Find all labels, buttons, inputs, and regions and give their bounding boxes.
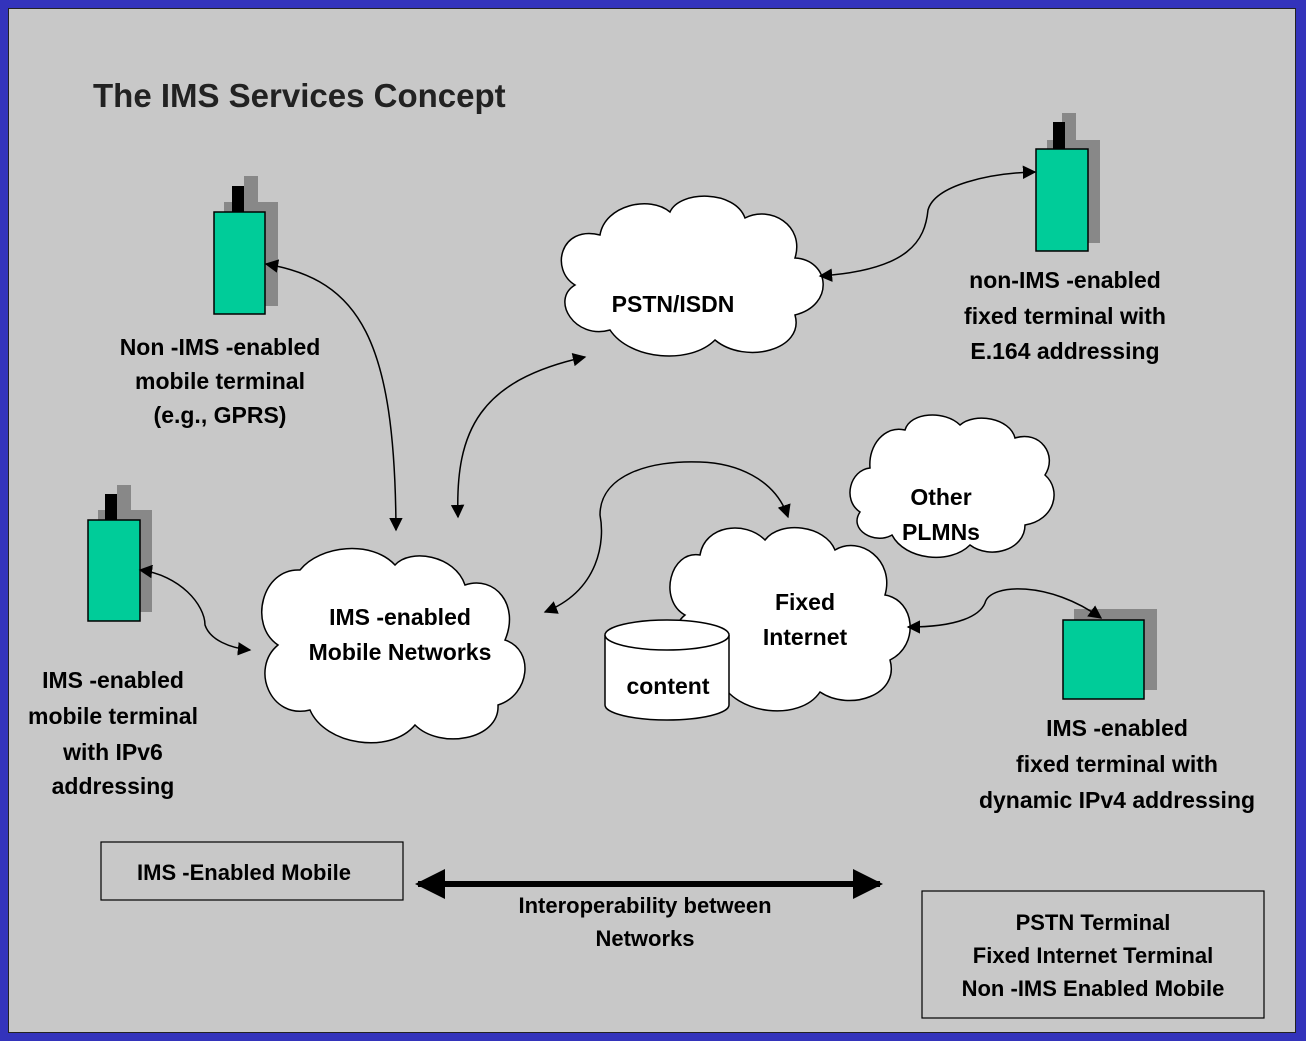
legend-right-box-line2: Fixed Internet Terminal	[973, 943, 1213, 968]
cloud-pstn: PSTN/ISDN	[560, 195, 824, 357]
connector-ims-mobile-to-ims-networks	[138, 564, 252, 656]
ims-mobile-terminal-icon	[87, 485, 152, 622]
ims-networks-label-line1: IMS -enabled	[329, 604, 471, 630]
content-label: content	[626, 673, 709, 699]
legend-right-box-line3: Non -IMS Enabled Mobile	[962, 976, 1225, 1001]
interoperability-caption-line2: Networks	[595, 926, 694, 951]
connector-pstn-to-non-ims-fixed	[818, 165, 1037, 282]
connector-ims-networks-to-pstn	[450, 353, 587, 519]
page-title: The IMS Services Concept	[93, 77, 506, 114]
ims-mobile-label-line4: addressing	[52, 773, 175, 799]
non-ims-mobile-label-line1: Non -IMS -enabled	[120, 334, 321, 360]
ims-fixed-terminal-icon	[1062, 609, 1157, 700]
cloud-other-plmns: Other PLMNs	[849, 414, 1055, 558]
ims-fixed-label-line2: fixed terminal with	[1016, 751, 1218, 777]
interoperability-caption-line1: Interoperability between	[518, 893, 771, 918]
fixed-internet-label-line2: Internet	[763, 624, 848, 650]
non-ims-mobile-label-line3: (e.g., GPRS)	[154, 402, 287, 428]
legend-right-box-line1: PSTN Terminal	[1016, 910, 1171, 935]
non-ims-mobile-terminal-icon	[213, 176, 278, 315]
non-ims-fixed-terminal-icon	[1035, 113, 1100, 252]
connector-ims-networks-to-fixed-internet	[543, 461, 791, 614]
non-ims-fixed-label-line3: E.164 addressing	[970, 338, 1159, 364]
non-ims-fixed-label-line2: fixed terminal with	[964, 303, 1166, 329]
legend-left-box-text: IMS -Enabled Mobile	[137, 860, 351, 885]
other-plmns-label-line1: Other	[910, 484, 971, 510]
ims-networks-label-line2: Mobile Networks	[309, 639, 492, 665]
non-ims-mobile-label: Non -IMS -enabled mobile terminal (e.g.,…	[120, 334, 321, 428]
fixed-internet-label-line1: Fixed	[775, 589, 835, 615]
ims-mobile-label: IMS -enabled mobile terminal with IPv6 a…	[28, 667, 198, 799]
other-plmns-label-line2: PLMNs	[902, 519, 980, 545]
content-database: content	[604, 619, 730, 721]
ims-mobile-label-line2: mobile terminal	[28, 703, 198, 729]
non-ims-fixed-label-line1: non-IMS -enabled	[969, 267, 1161, 293]
pstn-label: PSTN/ISDN	[612, 291, 735, 317]
cloud-ims-mobile-networks: IMS -enabled Mobile Networks	[261, 547, 526, 744]
ims-fixed-label-line3: dynamic IPv4 addressing	[979, 787, 1255, 813]
connector-non-ims-mobile-to-ims-networks	[264, 259, 403, 532]
ims-mobile-label-line3: with IPv6	[62, 739, 163, 765]
ims-mobile-label-line1: IMS -enabled	[42, 667, 184, 693]
legend-other-terminals-box: PSTN Terminal Fixed Internet Terminal No…	[921, 890, 1265, 1019]
non-ims-fixed-label: non-IMS -enabled fixed terminal with E.1…	[964, 267, 1166, 364]
legend-ims-enabled-mobile-box: IMS -Enabled Mobile	[100, 841, 404, 901]
ims-fixed-label: IMS -enabled fixed terminal with dynamic…	[979, 715, 1255, 813]
connector-fixed-internet-to-ims-fixed	[906, 588, 1103, 634]
ims-fixed-label-line1: IMS -enabled	[1046, 715, 1188, 741]
non-ims-mobile-label-line2: mobile terminal	[135, 368, 305, 394]
